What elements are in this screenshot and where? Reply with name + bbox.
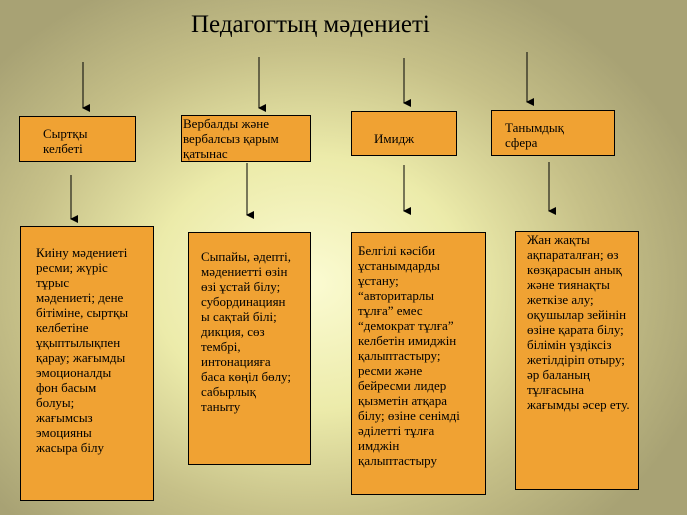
header-label-1: Сыртқы келбеті	[43, 126, 88, 156]
description-text-2: Сыпайы, әдепті, мәдениетті өзін өзі ұста…	[201, 249, 291, 414]
header-box-3: Имидж	[351, 111, 457, 156]
description-box-2: Сыпайы, әдепті, мәдениетті өзін өзі ұста…	[188, 232, 311, 465]
description-box-4: Жан жақты ақпараталған; өз көзқарасын ан…	[515, 231, 639, 490]
header-label-4: Танымдық сфера	[505, 120, 564, 150]
header-label-3: Имидж	[374, 131, 415, 146]
description-box-1: Киіну мәдениеті ресми; жүріс тұрыс мәден…	[20, 226, 154, 501]
header-box-2: Вербалды және вербалсыз қарым қатынас	[181, 115, 311, 162]
header-box-1: Сыртқы келбеті	[19, 116, 136, 162]
description-text-1: Киіну мәдениеті ресми; жүріс тұрыс мәден…	[36, 245, 129, 455]
description-text-3: Белгілі кәсіби ұстанымдарды ұстану; “авт…	[358, 243, 460, 468]
description-text-4: Жан жақты ақпараталған; өз көзқарасын ан…	[527, 232, 630, 412]
diagram-title: Педагогтың мәдениеті	[191, 11, 430, 38]
header-box-4: Танымдық сфера	[491, 110, 615, 156]
header-label-2: Вербалды және вербалсыз қарым қатынас	[183, 116, 279, 161]
description-box-3: Белгілі кәсіби ұстанымдарды ұстану; “авт…	[351, 232, 486, 495]
